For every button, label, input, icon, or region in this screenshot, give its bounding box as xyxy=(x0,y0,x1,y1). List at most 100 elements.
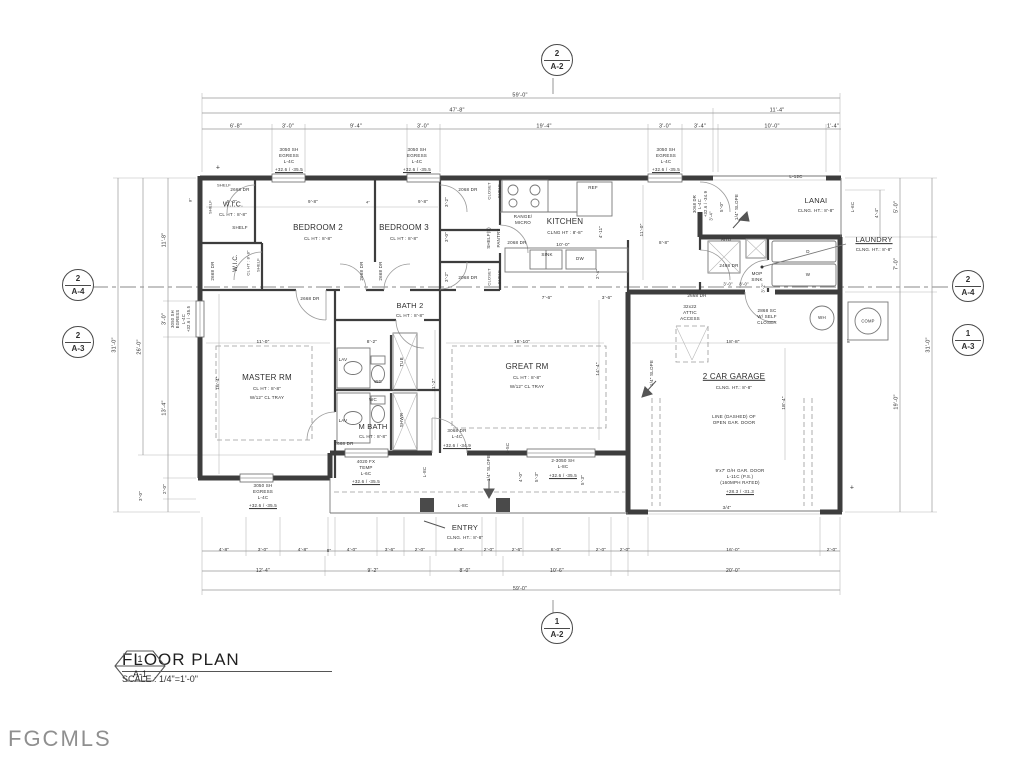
dims-top-label-6: 3'-0" xyxy=(417,123,429,130)
windows-doors-label-5: +32.6 / -35.5 xyxy=(652,167,680,173)
rooms-label-0: W.I.C. xyxy=(222,201,244,209)
rooms-label-38: WC xyxy=(369,397,377,403)
rooms-label-45: CLNG. HT.: 8'-8" xyxy=(855,247,893,253)
windows-doors-label-33: L-5C xyxy=(505,442,511,454)
rooms-label-32: M BATH xyxy=(358,422,388,432)
windows-doors-label-14: +32.6 / -35.5 xyxy=(549,473,577,479)
fixtures xyxy=(215,179,889,506)
windows-doors-label-22: 2668 DR xyxy=(300,296,320,302)
windows-doors-label-17: 9'x7' O/H GAR. DOOR L-11C (P.S.) (160MPH… xyxy=(715,468,765,485)
dims-interior-label-26: 5'-3" xyxy=(580,475,586,485)
dims-interior-label-2: 4" xyxy=(365,199,371,205)
rooms-label-36: TUB xyxy=(399,357,405,367)
rooms-label-18: PANTRY xyxy=(496,228,502,248)
windows-doors-label-13: 2-3050 SH L-8C xyxy=(551,458,575,469)
rooms-label-39: SHWR xyxy=(399,412,405,428)
dims-interior-label-17: 3'-6" xyxy=(601,295,613,301)
dims-interior-label-8: 16'-4" xyxy=(215,376,221,390)
dims-interior-label-4: 3'-2" xyxy=(444,197,450,207)
rooms-label-34: LAV xyxy=(338,357,348,363)
rooms-label-55: W xyxy=(805,272,811,278)
windows-doors-label-19: 3/4" xyxy=(722,505,732,511)
section-marker-left-a4: 2 A-4 xyxy=(60,267,96,303)
dims-top-label-9: 3'-4" xyxy=(694,123,706,130)
windows-doors-label-15: 3068 DR L-4C xyxy=(447,428,467,439)
rooms-label-58: 1/4" SLOPE xyxy=(486,454,492,482)
section-bubble: 1 A-3 xyxy=(952,324,984,356)
dims-right-label-7: + xyxy=(215,164,221,172)
rooms-label-12: KITCHEN xyxy=(546,216,584,226)
rooms-label-15: REF xyxy=(588,185,598,191)
dims-interior-label-11: 14'-4" xyxy=(595,362,601,376)
dims-interior-label-20: 11'-0" xyxy=(639,223,645,237)
rooms-label-52: WH xyxy=(818,315,826,321)
dims-interior-label-6: 3'-2" xyxy=(444,272,450,282)
dims-top-label-4: 3'-0" xyxy=(282,123,294,130)
dims-left-label-4: 13'-4" xyxy=(161,400,168,416)
dims-right-label-3: 19'-0" xyxy=(893,394,900,410)
windows-doors-label-27: 2068 DR xyxy=(458,187,478,193)
rooms-label-44: LAUNDRY xyxy=(855,235,893,245)
drawing-scale: SCALE : 1/4"=1'-0" xyxy=(122,674,198,684)
windows-doors-label-2: 3050 SH EGRESS L-4C xyxy=(407,147,427,164)
rooms-label-31: W/12" CL TRAY xyxy=(509,384,545,390)
dims-right-label-6: + xyxy=(849,484,855,492)
dims-bottom-label-10: 6'-0" xyxy=(550,547,562,553)
dims-top-label-11: 1'-4" xyxy=(827,123,839,130)
dims-interior-label-22: 5'-0" xyxy=(719,202,725,212)
door-arcs xyxy=(226,181,776,454)
dims-bottom-label-14: 2'-0" xyxy=(826,547,838,553)
section-sheet: A-2 xyxy=(550,629,564,639)
rooms-label-3: SHELF xyxy=(207,200,213,214)
rooms-label-6: CL HT : 8'-8" xyxy=(245,250,251,276)
rooms-label-26: MASTER RM xyxy=(242,372,292,382)
windows-doors-label-35: L-6C xyxy=(850,201,856,213)
dims-left-label-3: 3'-0" xyxy=(161,313,168,325)
interior-walls xyxy=(200,178,770,478)
extension-lines xyxy=(113,93,937,595)
windows-doors-label-3: +32.6 / -35.5 xyxy=(403,167,431,173)
windows-doors-label-9: 3050 SH EGRESS L-4C xyxy=(253,483,273,500)
rooms-label-23: SHELF xyxy=(496,270,502,284)
dims-bottom-label-4: 4'-0" xyxy=(346,547,358,553)
drawing-title: FLOOR PLAN xyxy=(122,650,240,669)
rooms-label-28: W/12" CL TRAY xyxy=(249,395,285,401)
section-sheet: A-4 xyxy=(961,287,975,297)
dims-bottom-label-6: 2'-0" xyxy=(414,547,426,553)
rooms-label-16: SINK xyxy=(541,252,553,258)
dims-interior-label-18: 2'-4" xyxy=(595,269,601,279)
windows-doors-label-28: 2068 DR xyxy=(458,275,478,281)
rooms-label-10: BEDROOM 3 xyxy=(379,222,429,232)
windows-doors-label-8: 3050 SH EGRESS L-4C +32.6 / -35.5 xyxy=(170,305,192,333)
dims-right-label-2: 7'-0" xyxy=(893,258,900,270)
rooms-label-51: MOP SINK xyxy=(751,271,763,282)
dims-interior-label-14: 18'-4" xyxy=(781,396,787,410)
dimension-lines xyxy=(117,97,933,591)
rooms-label-43: CLNG. HT.: 8'-8" xyxy=(797,208,835,214)
dims-interior-label-0: 5'-0" xyxy=(227,199,237,205)
dims-top-label-7: 19'-4" xyxy=(536,123,552,130)
section-number: 1 xyxy=(544,616,570,629)
rooms-label-19: SHELF(5) xyxy=(486,227,492,249)
dims-bottom-label-16: 9'-2" xyxy=(367,567,379,574)
dims-bottom-label-11: 2'-0" xyxy=(595,547,607,553)
rooms-label-53: COMP xyxy=(861,318,875,324)
dims-top-label-2: 11'-4" xyxy=(769,107,785,114)
dims-interior-label-23: 3'-4" xyxy=(708,211,714,221)
dims-left-label-7: 8" xyxy=(187,197,193,203)
windows-doors-label-20: 2668 DR xyxy=(230,187,250,193)
dims-bottom-label-3: 8" xyxy=(326,548,332,554)
dims-top-label-10: 10'-0" xyxy=(764,123,780,130)
dims-right-label-4: 31'-0" xyxy=(925,337,932,353)
dims-interior-label-3: 9'-8" xyxy=(418,199,428,205)
openings xyxy=(329,175,842,515)
dims-left-label-5: 2'-0" xyxy=(162,484,168,494)
dims-top-label-3: 6'-8" xyxy=(230,123,242,130)
dims-interior-label-16: 7'-6" xyxy=(541,295,553,301)
rooms-label-54: D xyxy=(806,249,810,255)
dims-interior-label-28: 8'-0" xyxy=(739,281,749,287)
section-number: 2 xyxy=(65,330,91,343)
windows-doors-label-1: +32.6 / -35.5 xyxy=(275,167,303,173)
windows-doors-label-11: 4020 FX TEMP L-6C xyxy=(356,459,376,476)
